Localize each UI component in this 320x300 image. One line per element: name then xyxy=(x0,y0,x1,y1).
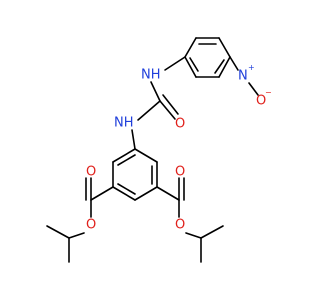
bond xyxy=(137,100,161,121)
bond xyxy=(189,57,199,72)
bond xyxy=(162,94,179,115)
bond xyxy=(117,183,136,195)
bond xyxy=(112,148,136,163)
bond xyxy=(248,82,259,96)
bond xyxy=(214,59,225,74)
bond xyxy=(164,56,186,71)
atom-o-left-carbonyl: O xyxy=(86,165,96,180)
bond xyxy=(184,56,197,78)
bond xyxy=(156,186,180,201)
bond xyxy=(229,56,239,71)
bond xyxy=(218,37,231,58)
nitro-n-charge: + xyxy=(248,63,255,72)
bond xyxy=(112,186,136,201)
bond xyxy=(134,148,158,163)
bond xyxy=(200,225,224,239)
bond xyxy=(150,81,161,102)
atom-o-left-ether: O xyxy=(86,218,96,233)
bond xyxy=(117,154,136,166)
atom-nh-top: NH xyxy=(141,68,161,83)
atom-o-right-carbonyl: O xyxy=(175,165,185,180)
nitro-o-charge: − xyxy=(265,88,272,97)
bond xyxy=(159,100,176,120)
atom-o-right-ether: O xyxy=(175,218,185,233)
bond xyxy=(90,186,114,201)
bond xyxy=(46,225,70,239)
structure-canvas: NH NH O O O O O N + O − xyxy=(46,37,272,263)
atom-labels: NH NH O O O O O N + O − xyxy=(86,63,272,233)
bond xyxy=(134,186,158,201)
bond xyxy=(184,37,197,58)
bonds xyxy=(46,37,259,263)
atom-o-urea: O xyxy=(175,117,185,132)
bond xyxy=(68,232,85,239)
atom-nitro-o: O xyxy=(256,94,266,109)
atom-nh-mid: NH xyxy=(114,116,134,131)
molecule-diagram: NH NH O O O O O N + O − xyxy=(46,37,272,263)
atom-nitro-n: N xyxy=(238,69,248,84)
bond xyxy=(218,56,231,78)
bond xyxy=(131,129,136,150)
bond xyxy=(185,232,202,239)
